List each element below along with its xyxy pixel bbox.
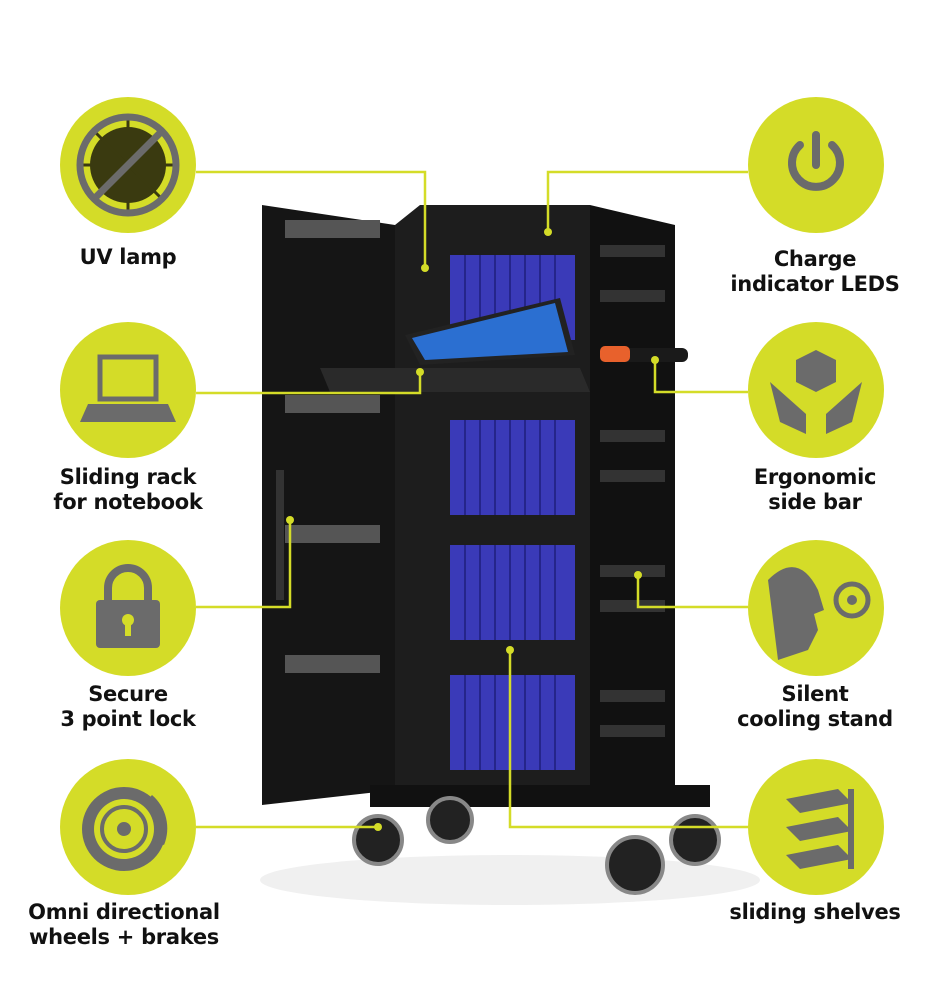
- door-lock: [276, 470, 284, 600]
- label-shelves: sliding shelves: [729, 900, 901, 924]
- padlock-icon: [96, 564, 160, 648]
- side-bar-badge: [748, 322, 884, 458]
- hands-box-icon: [770, 350, 862, 434]
- wheels-badge: [60, 759, 196, 895]
- uv-lamp-badge: [60, 97, 196, 233]
- laptop-icon: [80, 354, 176, 422]
- label-uv-lamp: UV lamp: [79, 245, 177, 269]
- power-icon: [788, 131, 844, 191]
- brake-disc-icon: [82, 787, 168, 871]
- shelves-icon: [786, 789, 854, 869]
- virus-crossed-icon: [76, 113, 180, 217]
- laptop-screen: [412, 303, 568, 360]
- lock-badge: [60, 540, 196, 676]
- charge-leds-badge: [748, 97, 884, 233]
- callout-lines: [196, 170, 748, 829]
- cooling-badge: [748, 540, 884, 676]
- sliding-rack: [320, 368, 590, 392]
- face-fan-icon: [768, 567, 871, 660]
- sliding-rack-badge: [60, 322, 196, 458]
- shelves-badge: [748, 759, 884, 895]
